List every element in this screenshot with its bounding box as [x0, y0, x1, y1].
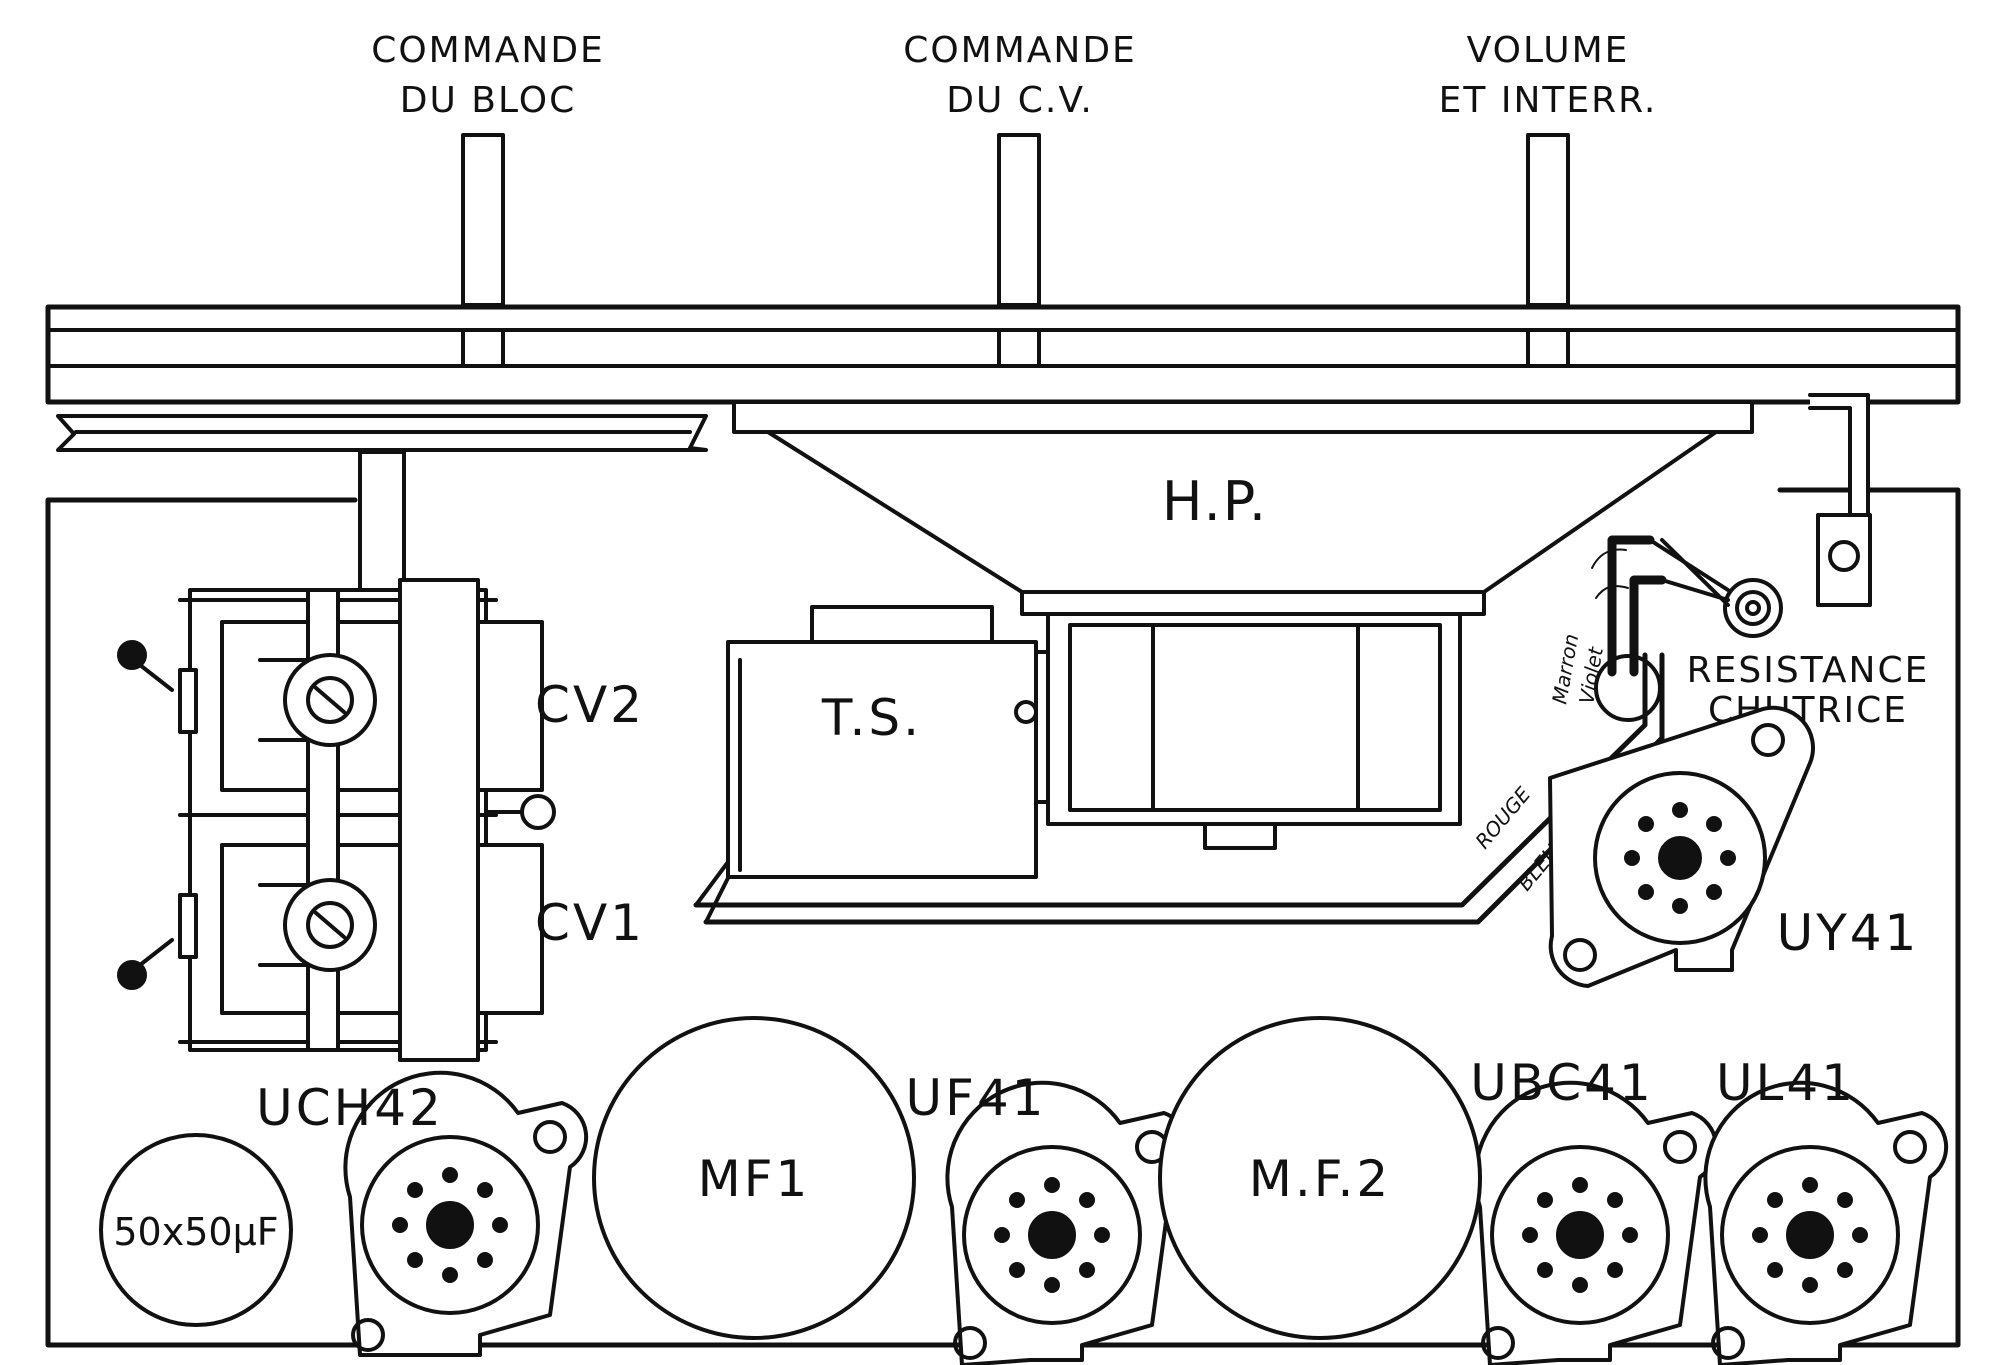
label-commande-cv-line1: COMMANDE — [903, 30, 1137, 71]
label-volume-line2: ET INTERR. — [1439, 80, 1658, 121]
cv2-label: CV2 — [535, 676, 645, 734]
variable-capacitor: CV2 CV1 — [117, 450, 645, 1062]
hp-label: H.P. — [1162, 470, 1268, 533]
label-volume-line1: VOLUME — [1467, 30, 1630, 71]
uy41-label: UY41 — [1777, 904, 1920, 962]
resistance-label-line1: RESISTANCE — [1687, 650, 1930, 691]
if-transformer-mf1: MF1 — [592, 1016, 916, 1340]
tube-socket-ubc41 — [1473, 1080, 1719, 1365]
label-commande-bloc-line1: COMMANDE — [371, 30, 605, 71]
loudspeaker: H.P. — [732, 393, 1872, 850]
ts-label: T.S. — [821, 689, 922, 747]
tube-socket-uy41 — [1548, 705, 1815, 988]
front-panel — [45, 304, 1961, 452]
tube-socket-uch42 — [343, 1070, 589, 1357]
ubc41-label: UBC41 — [1470, 1054, 1654, 1112]
capacitor-label: 50x50µF — [113, 1210, 278, 1254]
uf41-label: UF41 — [906, 1069, 1047, 1127]
tube-socket-uf41 — [945, 1080, 1191, 1365]
mf1-label: MF1 — [698, 1150, 811, 1208]
chassis-outline — [45, 487, 1961, 1348]
control-shafts — [461, 133, 1570, 307]
label-commande-bloc-line2: DU BLOC — [400, 80, 576, 121]
if-transformer-mf2: M.F.2 — [1158, 1016, 1482, 1340]
tube-socket-ul41 — [1703, 1080, 1949, 1365]
label-commande-cv-line2: DU C.V. — [946, 80, 1094, 121]
ul41-label: UL41 — [1716, 1054, 1856, 1112]
cv1-label: CV1 — [535, 894, 645, 952]
dropping-resistor — [1723, 578, 1783, 638]
filter-capacitor: 50x50µF — [99, 1133, 293, 1327]
output-transformer: T.S. — [726, 605, 1050, 879]
uch42-label: UCH42 — [256, 1079, 444, 1137]
mf2-label: M.F.2 — [1249, 1150, 1391, 1208]
